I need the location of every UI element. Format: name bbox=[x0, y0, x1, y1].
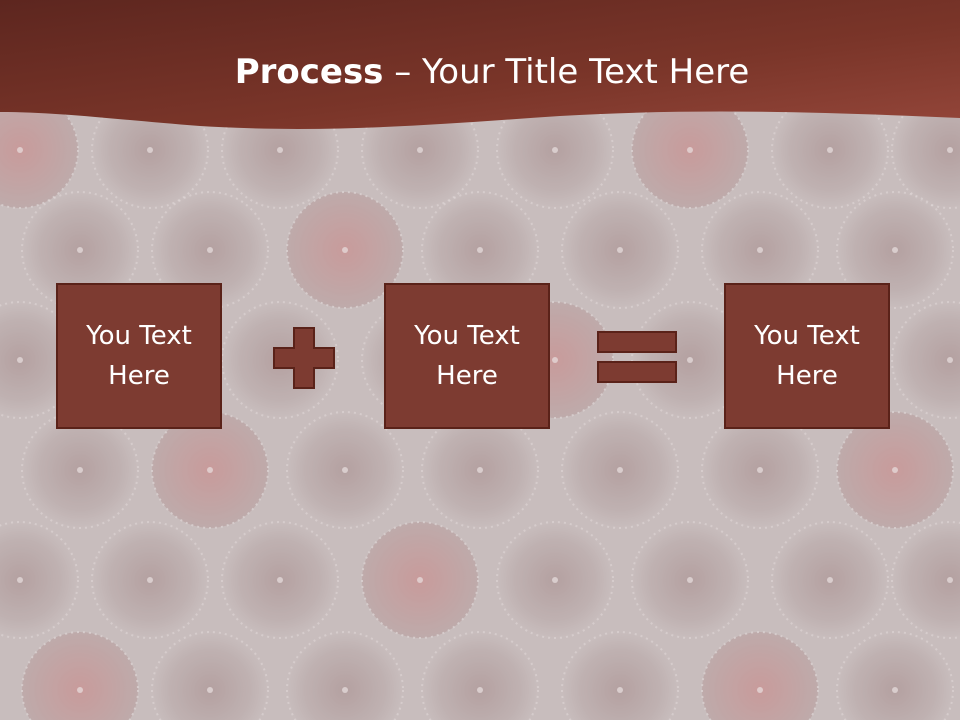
process-box-3[interactable]: You Text Here bbox=[724, 283, 890, 429]
process-box-label: You Text Here bbox=[414, 321, 520, 391]
header-band bbox=[0, 0, 960, 129]
plus-icon bbox=[273, 327, 335, 389]
title-rest: – Your Title Text Here bbox=[383, 52, 750, 92]
title-bold: Process bbox=[234, 52, 384, 92]
process-box-2[interactable]: You Text Here bbox=[384, 283, 550, 429]
process-box-label: You Text Here bbox=[754, 321, 860, 391]
process-box-1[interactable]: You Text Here bbox=[56, 283, 222, 429]
equals-icon bbox=[597, 331, 677, 383]
slide-title: Process – Your Title Text Here bbox=[0, 52, 960, 92]
process-box-label: You Text Here bbox=[86, 321, 192, 391]
